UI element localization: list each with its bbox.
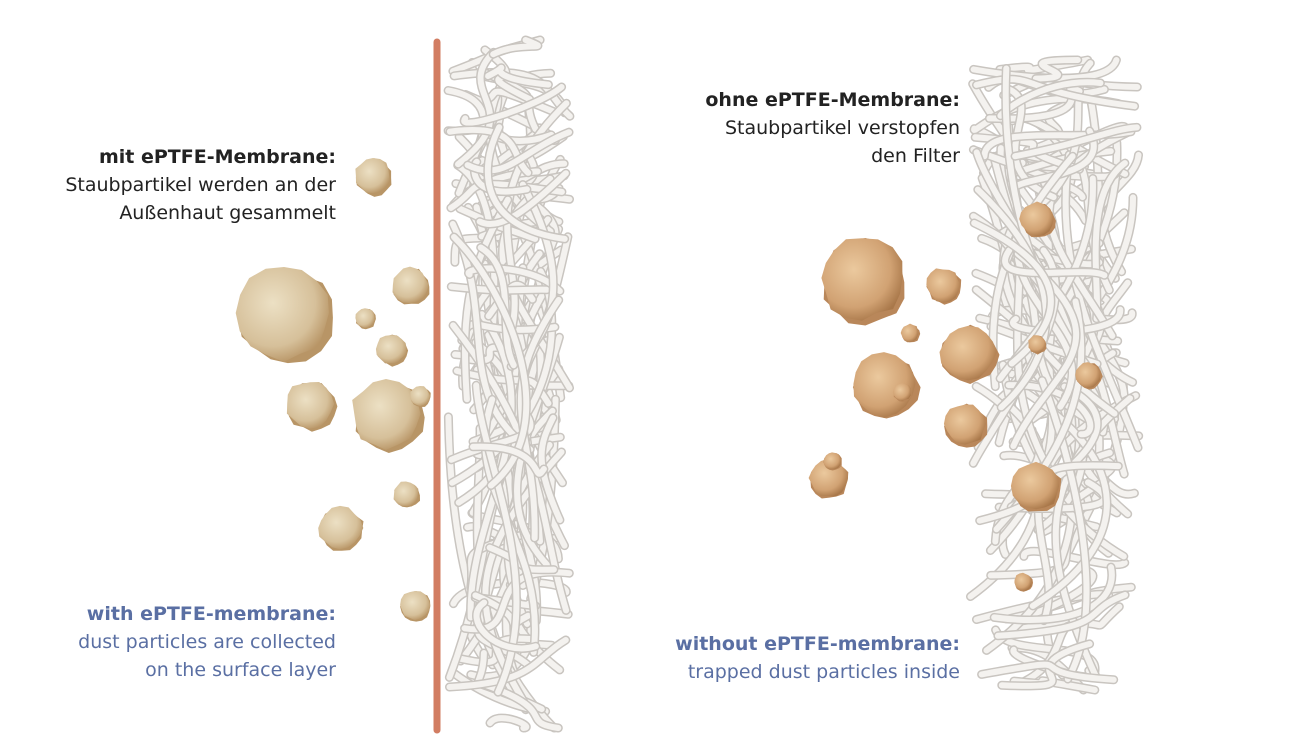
caption-line: dust particles are collected: [78, 631, 336, 653]
dust-particle: [892, 382, 911, 402]
caption-line: den Filter: [871, 145, 960, 167]
fiber: [446, 127, 532, 176]
dust-particle: [1028, 335, 1047, 353]
fiber: [476, 170, 569, 228]
dust-particle: [286, 382, 335, 429]
fiber: [1012, 124, 1140, 160]
fiber: [1026, 567, 1096, 618]
caption-without-membrane-english: without ePTFE-membrane: trapped dust par…: [675, 630, 960, 686]
caption-line: on the surface layer: [145, 659, 336, 681]
dust-particle: [355, 158, 390, 193]
dust-particles-collected: [235, 158, 431, 622]
caption-title: mit ePTFE-Membrane:: [98, 146, 336, 168]
fiber: [998, 640, 1093, 689]
caption-title: ohne ePTFE-Membrane:: [705, 89, 960, 111]
fiber: [1043, 374, 1127, 679]
dust-particle: [352, 379, 421, 450]
dust-particle: [400, 591, 431, 621]
filter-fibers-with-membrane: [443, 35, 575, 733]
filter-fibers-without-membrane: [966, 55, 1144, 695]
fiber: [986, 84, 1083, 122]
dust-particle: [823, 452, 842, 470]
fiber: [490, 37, 541, 58]
caption-title: without ePTFE-membrane:: [675, 633, 960, 655]
fiber: [997, 79, 1104, 119]
caption-line: trapped dust particles inside: [687, 661, 960, 683]
fiber: [455, 49, 497, 168]
fiber: [973, 76, 1138, 110]
fiber: [1032, 57, 1081, 82]
dust-particle: [900, 323, 919, 343]
caption-with-membrane-german: mit ePTFE-Membrane: Staubpartikel werden…: [65, 143, 336, 227]
dust-particle: [1075, 362, 1100, 389]
dust-particle: [392, 266, 429, 304]
dust-particle: [943, 404, 986, 445]
fiber: [471, 158, 530, 195]
dust-particle: [355, 308, 375, 328]
fiber: [448, 283, 550, 294]
dust-particle: [235, 267, 329, 362]
caption-with-membrane-english: with ePTFE-membrane: dust particles are …: [78, 600, 336, 684]
fiber: [1014, 603, 1123, 633]
fiber: [971, 220, 1054, 367]
dust-particle: [926, 268, 961, 303]
dust-particle: [375, 335, 407, 364]
dust-particle: [410, 386, 431, 407]
fiber: [449, 221, 534, 453]
dust-particle: [1019, 201, 1054, 237]
caption-line: Staubpartikel werden an der: [65, 174, 336, 196]
fiber: [446, 637, 569, 690]
caption-without-membrane-german: ohne ePTFE-Membrane: Staubpartikel verst…: [705, 86, 960, 170]
dust-particle: [318, 505, 364, 550]
fiber: [484, 124, 568, 242]
fiber: [538, 414, 563, 523]
fiber: [1087, 92, 1125, 275]
dust-particle: [1014, 572, 1032, 591]
fiber: [477, 244, 517, 369]
dust-particles-trapped: [808, 201, 1103, 592]
dust-particle: [1010, 461, 1060, 510]
fiber: [1005, 382, 1094, 438]
fiber: [470, 443, 547, 477]
fiber: [487, 715, 530, 731]
dust-particle: [821, 238, 903, 321]
fiber: [485, 64, 552, 88]
fiber: [467, 311, 515, 621]
caption-line: Außenhaut gesammelt: [119, 202, 336, 224]
caption-title: with ePTFE-membrane:: [86, 603, 336, 625]
fiber: [451, 234, 530, 489]
fiber: [481, 681, 562, 731]
fiber: [994, 591, 1129, 639]
dust-particle: [939, 325, 997, 381]
fiber: [978, 661, 1117, 683]
fiber: [464, 129, 572, 174]
fiber: [461, 84, 565, 126]
caption-line: Staubpartikel verstopfen: [724, 117, 960, 139]
fiber: [473, 599, 539, 652]
fiber: [1062, 151, 1141, 451]
fiber: [448, 412, 534, 463]
dust-particle: [393, 481, 419, 507]
